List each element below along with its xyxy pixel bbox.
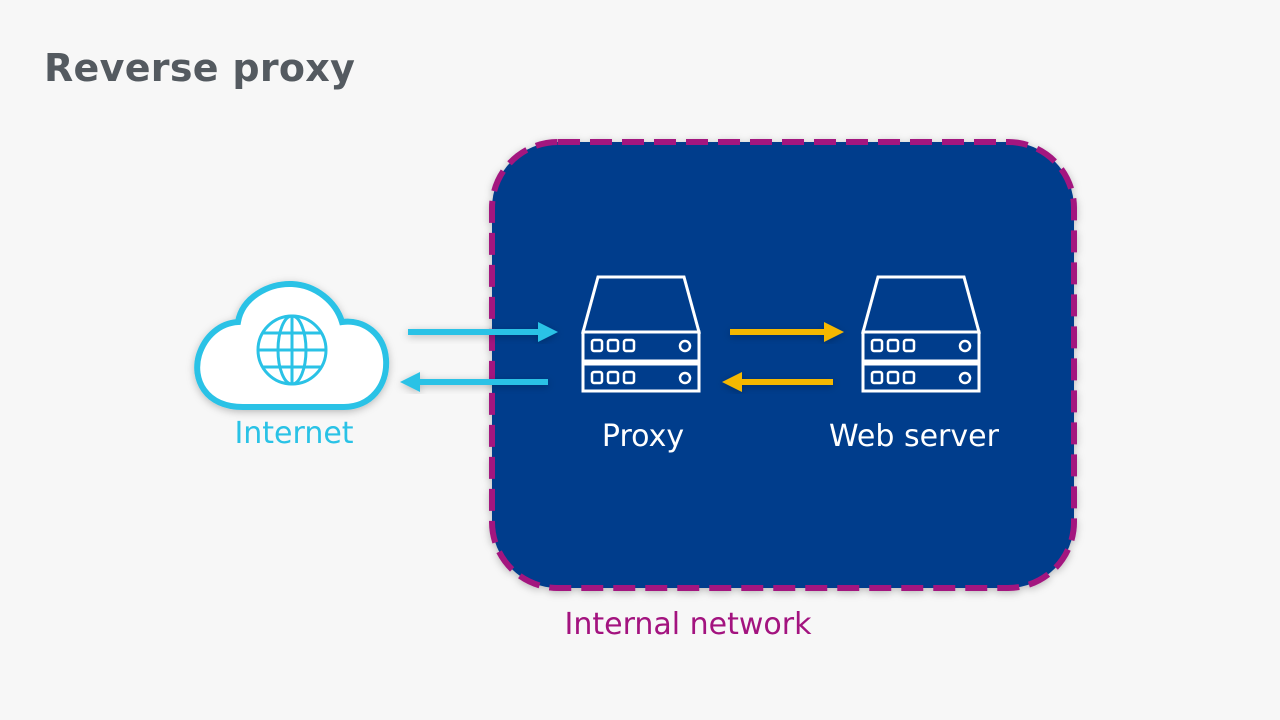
arrow-proxy-to-internet — [400, 372, 548, 392]
internal-network-label: Internal network — [564, 607, 812, 642]
arrow-web-server-to-proxy — [722, 372, 833, 392]
server-icon — [581, 275, 701, 393]
web-server-label: Web server — [829, 419, 999, 454]
internal-network-box — [489, 139, 1077, 591]
arrow-proxy-to-web-server — [730, 322, 844, 342]
cloud-globe-icon — [194, 280, 390, 410]
server-icon — [861, 275, 981, 393]
proxy-label: Proxy — [601, 419, 685, 454]
internet-label: Internet — [234, 416, 354, 451]
arrow-internet-to-proxy — [408, 322, 558, 342]
page-title: Reverse proxy — [44, 46, 356, 90]
